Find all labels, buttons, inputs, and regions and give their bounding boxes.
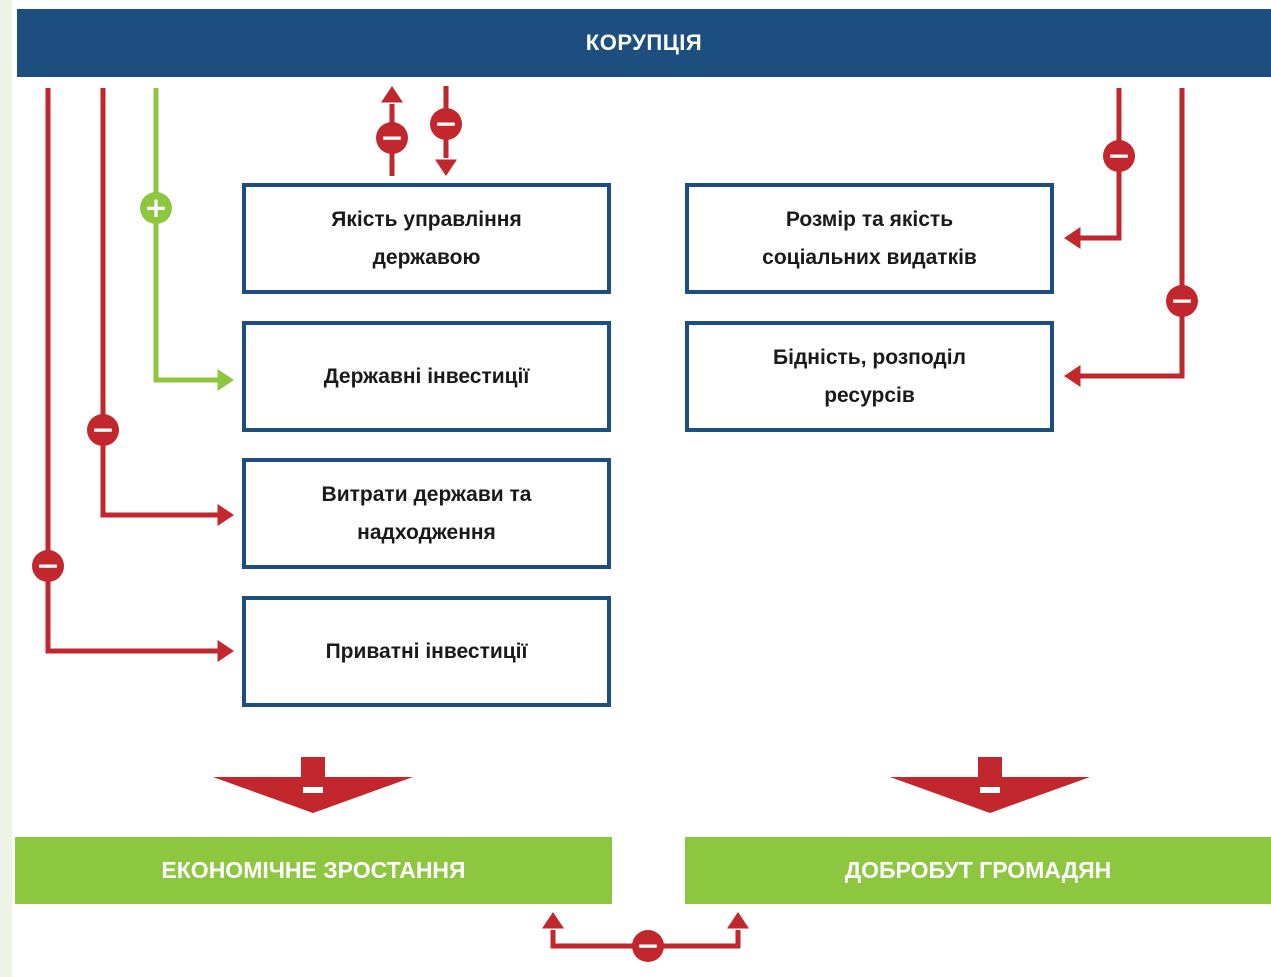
big-arrow-economic-growth-minus-sign <box>303 787 323 793</box>
arrowhead-governance-up <box>381 86 403 103</box>
minus-badge-gov-spending-sign: − <box>91 413 114 446</box>
plus-badge-public-investment <box>140 192 172 224</box>
minus-badge-private-investment-sign: − <box>36 549 59 582</box>
box-governance-quality: Якість управління державою <box>242 183 611 294</box>
box-poverty-distribution: Бідність, розподіл ресурсів <box>685 321 1054 432</box>
arrowhead-social-spending <box>1064 227 1081 249</box>
minus-badge-poverty-sign: − <box>1170 284 1193 317</box>
box-private-investment: Приватні інвестиції <box>242 596 611 707</box>
corruption-header: КОРУПЦІЯ <box>17 9 1271 77</box>
big-arrow-citizen-welfare-stem <box>978 757 1002 779</box>
box-social-spending-label: Розмір та якість соціальних видатків <box>762 207 977 269</box>
minus-badge-governance-up-sign: − <box>380 121 403 154</box>
minus-badge-outcomes <box>632 930 664 962</box>
box-private-investment-label: Приватні інвестиції <box>325 639 528 663</box>
connector-public-investment <box>153 88 218 383</box>
minus-badge-social-spending-sign: − <box>1107 139 1130 172</box>
left-page-strip <box>0 0 12 977</box>
big-arrow-citizen-welfare-minus-sign <box>980 787 1000 793</box>
big-arrow-economic-growth-head <box>213 777 413 813</box>
corruption-title: КОРУПЦІЯ <box>585 30 703 55</box>
minus-badge-governance-up <box>376 122 408 154</box>
connector-private-investment <box>45 88 218 654</box>
outcome-citizen-welfare: ДОБРОБУТ ГРОМАДЯН <box>685 837 1271 904</box>
outcome-citizen-welfare-label: ДОБРОБУТ ГРОМАДЯН <box>844 857 1112 883</box>
outcome-economic-growth-label: ЕКОНОМІЧНЕ ЗРОСТАННЯ <box>161 857 466 883</box>
connector-poverty <box>1080 88 1185 379</box>
arrowhead-outcome-right <box>727 912 749 929</box>
plus-badge-public-investment-sign: + <box>144 191 167 224</box>
big-arrow-economic-growth-stem <box>301 757 325 779</box>
box-gov-spending-revenue: Витрати держави та надходження <box>242 458 611 569</box>
box-public-investment: Державні інвестиції <box>242 321 611 432</box>
minus-badge-social-spending <box>1103 140 1135 172</box>
big-arrow-citizen-welfare-head <box>890 777 1090 813</box>
arrowhead-public-investment <box>217 369 234 391</box>
connector-gov-spending <box>100 88 218 518</box>
box-poverty-distribution-label: Бідність, розподіл ресурсів <box>773 345 966 407</box>
minus-badge-governance-down-sign: − <box>434 107 457 140</box>
box-governance-quality-label: Якість управління державою <box>331 207 522 269</box>
minus-badge-poverty <box>1166 285 1198 317</box>
minus-badge-gov-spending <box>87 414 119 446</box>
minus-badge-private-investment <box>32 550 64 582</box>
box-public-investment-label: Державні інвестиції <box>323 364 530 388</box>
outcome-economic-growth: ЕКОНОМІЧНЕ ЗРОСТАННЯ <box>15 837 612 904</box>
arrowhead-poverty <box>1064 365 1081 387</box>
minus-badge-governance-down <box>430 108 462 140</box>
box-social-spending: Розмір та якість соціальних видатків <box>685 183 1054 294</box>
arrowhead-outcome-left <box>542 912 564 929</box>
minus-badge-outcomes-sign: − <box>636 929 659 962</box>
arrowhead-private-investment <box>217 640 234 662</box>
arrowhead-gov-spending <box>217 504 234 526</box>
connector-social-spending <box>1080 88 1122 241</box>
box-gov-spending-revenue-label: Витрати держави та надходження <box>321 482 532 544</box>
arrowhead-governance-down <box>435 159 457 176</box>
